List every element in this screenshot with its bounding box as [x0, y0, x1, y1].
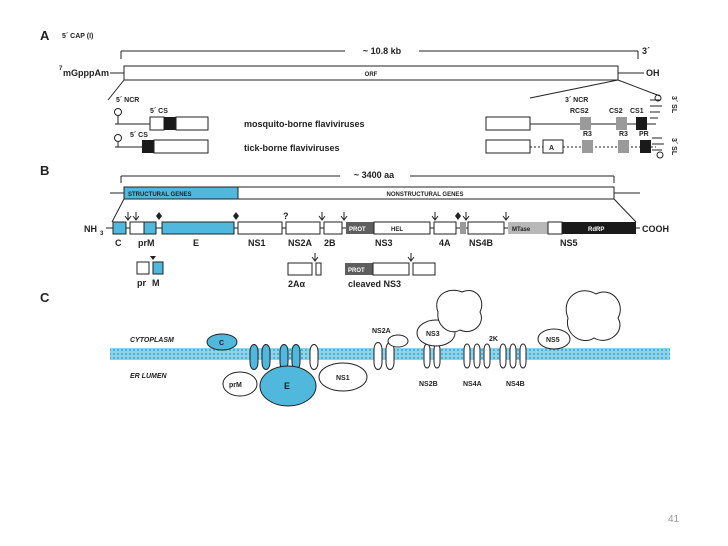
tick-5-end [114, 134, 209, 154]
hel-label: HEL [391, 227, 403, 233]
nh3-label: NH [84, 224, 97, 234]
gene-ns4a: 4A [439, 238, 451, 248]
ncr3-label: 3´ NCR [565, 97, 588, 104]
zoom-line-b2 [613, 198, 637, 223]
cooh-label: COOH [642, 224, 669, 234]
c-protein-label: C [219, 340, 224, 347]
cytoplasm-label: CYTOPLASM [130, 337, 174, 344]
gene-ns2a: NS2A [288, 238, 313, 248]
ns4a-label: NS4A [463, 381, 482, 388]
ns4b-transmembrane [499, 343, 527, 369]
oh-label: OH [646, 68, 660, 78]
ns2b-label: NS2B [419, 381, 438, 388]
e-protein [259, 365, 317, 407]
cleavage-markers [124, 212, 510, 221]
2k-label: 2K [489, 336, 498, 343]
c-protein [206, 333, 238, 351]
prot-label-2: PROT [348, 268, 365, 274]
nh3-subscript: 3 [100, 231, 104, 237]
er-lumen-label: ER LUMEN [130, 373, 168, 380]
prm-protein [222, 371, 258, 397]
tick-3-end [485, 137, 664, 159]
ns1-protein [318, 362, 368, 392]
cs1-label: CS1 [630, 108, 644, 115]
orf-label: ORF [365, 72, 378, 78]
nonstructural-genes-label: NONSTRUCTURAL GENES [387, 192, 464, 198]
mosquito-3-end [485, 94, 662, 131]
pr-m-products [136, 256, 164, 275]
panel-c-label: C [40, 290, 50, 305]
cs5-label-a: 5´ CS [150, 108, 168, 115]
page-number: 41 [668, 514, 680, 525]
m-product-label: M [152, 278, 160, 288]
ns1-protein-label: NS1 [336, 375, 350, 382]
genome-length-label: ~ 10.8 kb [363, 46, 402, 56]
three-prime-label: 3´ [642, 46, 650, 56]
ns2a-transmembrane [373, 334, 409, 370]
mtase-label: MTase [512, 227, 531, 233]
ns2a-alpha-product [287, 253, 322, 276]
unknown-cleavage-mark: ? [283, 211, 289, 221]
ns2a-alpha-label: 2Aα [288, 279, 306, 289]
ns3-label: NS3 [426, 331, 440, 338]
pr-label: PR [639, 131, 649, 138]
ns4a-transmembrane [463, 343, 491, 369]
gene-ns5: NS5 [560, 238, 578, 248]
cleaved-ns3-label: cleaved NS3 [348, 279, 401, 289]
gene-ns2b: 2B [324, 238, 336, 248]
e-protein-label: E [284, 381, 290, 391]
sl-label-1: 3´ SL [670, 96, 677, 114]
panel-b-label: B [40, 163, 49, 178]
ncr5-label: 5´ NCR [116, 97, 139, 104]
cap-label: 5´ CAP (I) [62, 33, 93, 40]
ns4b-label: NS4B [506, 381, 525, 388]
aa-label-bg [340, 169, 410, 181]
prm-e-transmembrane [249, 344, 319, 370]
rdrp-label: RdRP [588, 227, 604, 233]
polyprotein-track [106, 221, 640, 235]
prm-protein-label: prM [229, 382, 242, 389]
zoom-line-3 [617, 79, 661, 97]
structural-genes-label: STRUCTURAL GENES [128, 192, 192, 198]
ns5-label: NS5 [546, 337, 560, 344]
ns2a-label: NS2A [372, 328, 391, 335]
gene-ns4b: NS4B [469, 238, 494, 248]
r3-label-b: R3 [619, 131, 628, 138]
prot-label: PROT [349, 227, 366, 233]
zoom-line-5 [107, 79, 125, 101]
gene-ns3: NS3 [375, 238, 393, 248]
r3-label-a: R3 [583, 131, 592, 138]
panel-a-label: A [40, 28, 50, 43]
gene-c: C [115, 238, 122, 248]
mosquito-label: mosquito-borne flaviviruses [244, 119, 365, 129]
cleaved-ns3-product [345, 253, 436, 276]
rcs2-label: RCS2 [570, 108, 589, 115]
cs5-label-b: 5´ CS [130, 132, 148, 139]
gene-e: E [193, 238, 199, 248]
cs2-label: CS2 [609, 108, 623, 115]
mosquito-5-end [114, 108, 209, 131]
m7-superscript: 7 [59, 66, 63, 72]
sl-label-2: 3´ SL [670, 138, 677, 156]
tick-label: tick-borne flaviviruses [244, 143, 340, 153]
zoom-line-b1 [111, 198, 125, 223]
pr-product-label: pr [137, 278, 146, 288]
gppp-label: mGpppAm [63, 68, 109, 78]
length-label-bg [345, 45, 419, 57]
zoom-line-3b [529, 79, 619, 99]
ns5-protein [537, 290, 621, 350]
ns2b-ns3-complex [416, 289, 483, 369]
gene-prm: prM [138, 238, 155, 248]
an-label: A [549, 145, 554, 152]
polyprotein-length-label: ~ 3400 aa [354, 170, 395, 180]
gene-ns1: NS1 [248, 238, 266, 248]
